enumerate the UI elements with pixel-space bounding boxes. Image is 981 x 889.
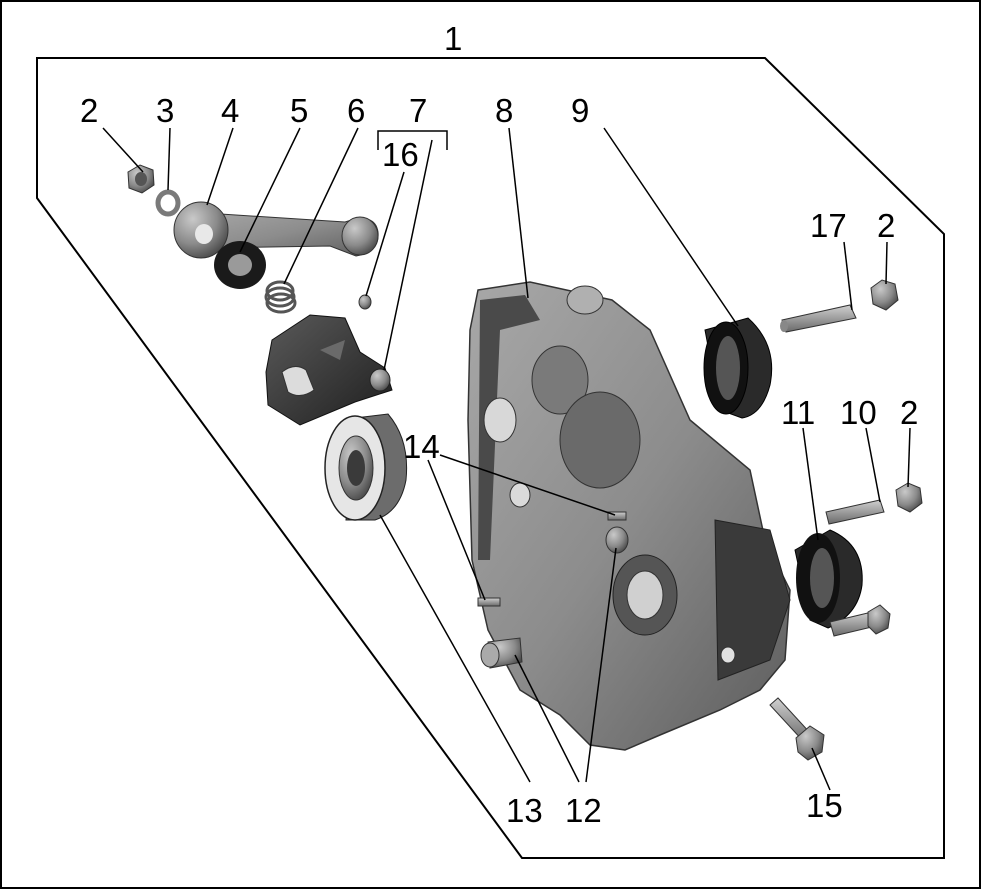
assembly-outline bbox=[36, 57, 945, 859]
bolt-part-15 bbox=[769, 697, 825, 761]
bracket-plate-part-7 bbox=[265, 314, 393, 426]
callout-label: 15 bbox=[806, 787, 843, 824]
callout-label: 16 bbox=[382, 136, 419, 173]
callout-label: 13 bbox=[506, 792, 543, 829]
nut-part-2-mid-right bbox=[895, 482, 923, 513]
callout-label: 17 bbox=[810, 207, 847, 244]
callout-label: 2 bbox=[80, 92, 98, 129]
seal-ring-part-9 bbox=[703, 317, 773, 419]
gear-housing-part-8 bbox=[467, 281, 791, 751]
nut-part-2-left bbox=[127, 164, 155, 194]
seal-ring-part-11 bbox=[794, 529, 863, 629]
nut-part-2-upper-right bbox=[870, 279, 899, 311]
callout-label: 5 bbox=[290, 92, 308, 129]
bolt-near-part-11 bbox=[829, 604, 891, 637]
callout-label: 6 bbox=[347, 92, 365, 129]
pin-part-12 bbox=[480, 526, 629, 669]
assembly-callout-1: 1 bbox=[444, 20, 462, 57]
callout-label: 9 bbox=[571, 92, 589, 129]
callout-label: 4 bbox=[221, 92, 239, 129]
pin-part-14 bbox=[477, 511, 627, 607]
bolt-part-17 bbox=[780, 304, 857, 333]
callout-label: 8 bbox=[495, 92, 513, 129]
bolt-part-16 bbox=[358, 294, 372, 310]
callout-label: 2 bbox=[900, 394, 918, 431]
lever-arm-part-4 bbox=[173, 201, 379, 259]
callout-label: 2 bbox=[877, 207, 895, 244]
callout-label: 10 bbox=[840, 394, 877, 431]
bearing-part-13 bbox=[324, 413, 408, 521]
bolt-part-10 bbox=[825, 499, 885, 525]
leader-lines bbox=[102, 127, 911, 791]
seal-part-5 bbox=[214, 241, 266, 289]
callout-label: 14 bbox=[403, 428, 440, 465]
callout-label: 7 bbox=[409, 92, 427, 129]
spring-part-6 bbox=[264, 280, 297, 314]
callout-label: 3 bbox=[156, 92, 174, 129]
washer-part-3 bbox=[155, 189, 181, 217]
callout-label: 12 bbox=[565, 792, 602, 829]
callout-label: 11 bbox=[781, 394, 815, 431]
